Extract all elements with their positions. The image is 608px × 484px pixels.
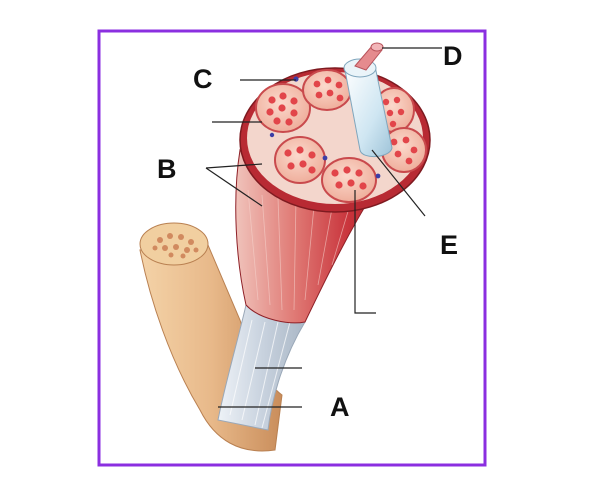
frame-border — [97, 29, 487, 467]
leader-lines — [205, 47, 442, 408]
tendon-fibers — [229, 319, 291, 429]
muscle-fibers — [266, 76, 418, 190]
extracted-fiber — [343, 42, 393, 157]
leader-e — [371, 149, 426, 217]
label-c: C — [193, 64, 213, 94]
leader-fascicle — [354, 190, 376, 314]
label-e: E — [440, 230, 459, 260]
label-b: B — [157, 154, 177, 184]
leader-b1 — [205, 163, 263, 169]
leader-b2 — [205, 167, 263, 207]
fascicle — [274, 136, 326, 184]
label-d: D — [443, 41, 463, 71]
fascicle — [302, 69, 352, 111]
fascicle — [321, 157, 377, 203]
label-a: A — [330, 392, 350, 422]
